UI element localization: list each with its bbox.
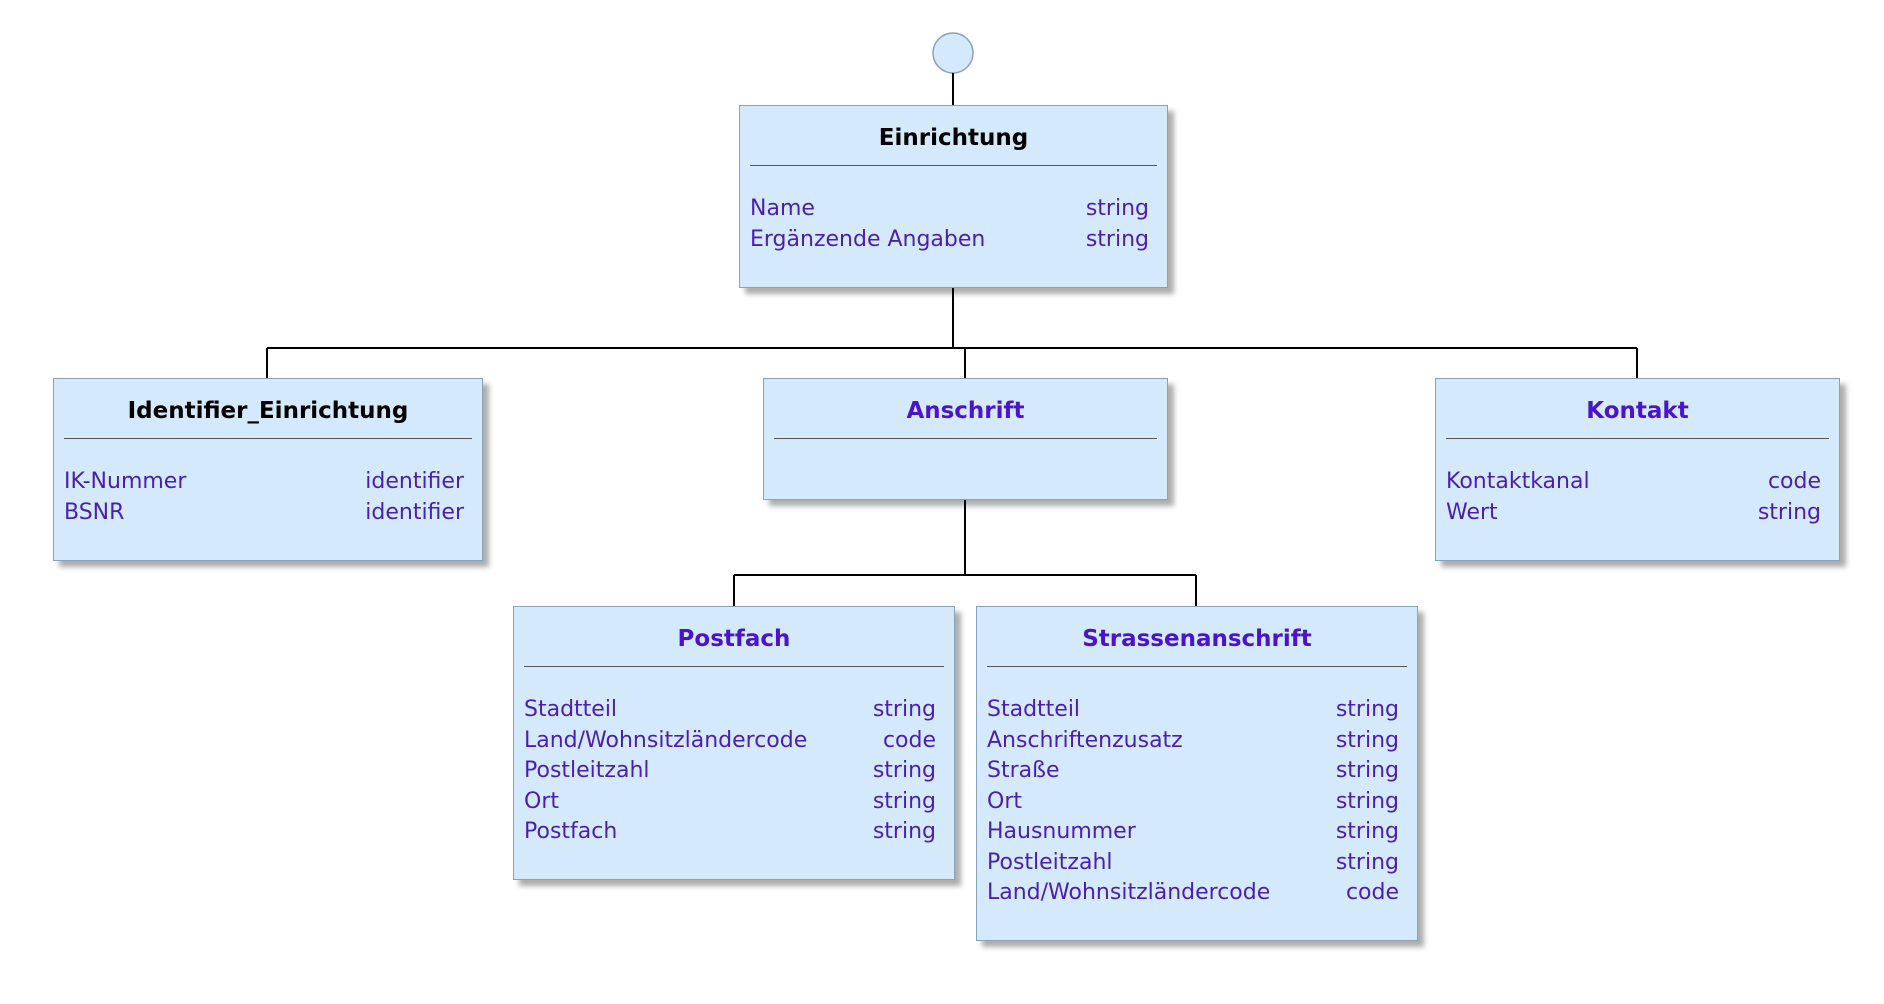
attribute-type: string xyxy=(1757,499,1821,525)
attribute-name: Postfach xyxy=(524,819,618,844)
anschrift-title[interactable]: Anschrift xyxy=(906,398,1025,424)
attribute-name: Stadtteil xyxy=(524,697,618,722)
anschrift-box[interactable]: Anschrift xyxy=(763,378,1168,500)
attribute-name: Stadtteil xyxy=(987,697,1081,722)
attribute-type: string xyxy=(1335,849,1399,875)
attribute-type: string xyxy=(872,788,936,814)
attribute-row: BSNR identifier xyxy=(64,498,464,529)
attribute-type: string xyxy=(872,697,936,722)
attribute-row: Postleitzahl string xyxy=(524,756,936,787)
title-separator xyxy=(524,666,944,667)
attribute-row: Hausnummer string xyxy=(987,817,1399,848)
attribute-name: Postleitzahl xyxy=(524,758,650,783)
attribute-type: code xyxy=(1345,880,1399,905)
attribute-row: Name string xyxy=(750,194,1149,225)
attribute-type: string xyxy=(1085,226,1149,252)
attribute-type: code xyxy=(1767,469,1821,494)
postfach-title[interactable]: Postfach xyxy=(677,626,791,652)
attribute-name: Ergänzende Angaben xyxy=(750,226,986,252)
attribute-type: string xyxy=(872,819,936,844)
attribute-name: Anschriftenzusatz xyxy=(987,727,1183,753)
kontakt-title[interactable]: Kontakt xyxy=(1586,398,1689,424)
einrichtung-title: Einrichtung xyxy=(878,125,1029,151)
attribute-row: Stadtteil string xyxy=(524,695,936,726)
attribute-row: Kontaktkanal code xyxy=(1446,467,1821,498)
attribute-name: IK-Nummer xyxy=(64,469,187,494)
attribute-type: string xyxy=(872,758,936,783)
attribute-row: Ergänzende Angaben string xyxy=(750,225,1149,256)
attribute-name: Land/Wohnsitzländercode xyxy=(524,727,808,753)
attribute-name: Postleitzahl xyxy=(987,849,1113,875)
attribute-name: Kontaktkanal xyxy=(1446,469,1590,494)
attribute-row: Postleitzahl string xyxy=(987,848,1399,879)
attribute-name: Name xyxy=(750,196,815,221)
attribute-row: Postfach string xyxy=(524,817,936,848)
attribute-row: Stadtteil string xyxy=(987,695,1399,726)
attribute-row: Ort string xyxy=(987,787,1399,818)
attribute-row: IK-Nummer identifier xyxy=(64,467,464,498)
title-separator xyxy=(987,666,1407,667)
attribute-row: Straße string xyxy=(987,756,1399,787)
attribute-row: Land/Wohnsitzländercode code xyxy=(987,878,1399,909)
attribute-row: Ort string xyxy=(524,787,936,818)
start-node[interactable] xyxy=(932,32,974,74)
attribute-type: string xyxy=(1335,788,1399,814)
attribute-row: Land/Wohnsitzländercode code xyxy=(524,726,936,757)
attribute-type: string xyxy=(1335,697,1399,722)
attribute-type: string xyxy=(1085,196,1149,221)
attribute-type: code xyxy=(882,727,936,753)
attribute-type: identifier xyxy=(365,469,464,494)
attribute-row: Anschriftenzusatz string xyxy=(987,726,1399,757)
attribute-type: string xyxy=(1335,758,1399,783)
title-separator xyxy=(64,438,472,439)
attribute-name: Ort xyxy=(524,788,559,814)
identifier-einrichtung-title: Identifier_Einrichtung xyxy=(127,398,409,424)
attribute-type: string xyxy=(1335,819,1399,844)
attribute-name: Ort xyxy=(987,788,1022,814)
title-separator xyxy=(1446,438,1829,439)
attribute-name: Hausnummer xyxy=(987,819,1136,844)
identifier-einrichtung-box[interactable]: Identifier_Einrichtung IK-Nummer identifi… xyxy=(53,378,483,561)
attribute-name: Straße xyxy=(987,758,1060,783)
attribute-row: Wert string xyxy=(1446,498,1821,529)
attribute-name: Wert xyxy=(1446,499,1498,525)
strassenanschrift-title[interactable]: Strassenanschrift xyxy=(1082,626,1312,652)
attribute-type: identifier xyxy=(365,499,464,525)
attribute-name: BSNR xyxy=(64,499,125,525)
attribute-name: Land/Wohnsitzländercode xyxy=(987,880,1271,905)
title-separator xyxy=(774,438,1157,439)
title-separator xyxy=(750,165,1157,166)
attribute-type: string xyxy=(1335,727,1399,753)
